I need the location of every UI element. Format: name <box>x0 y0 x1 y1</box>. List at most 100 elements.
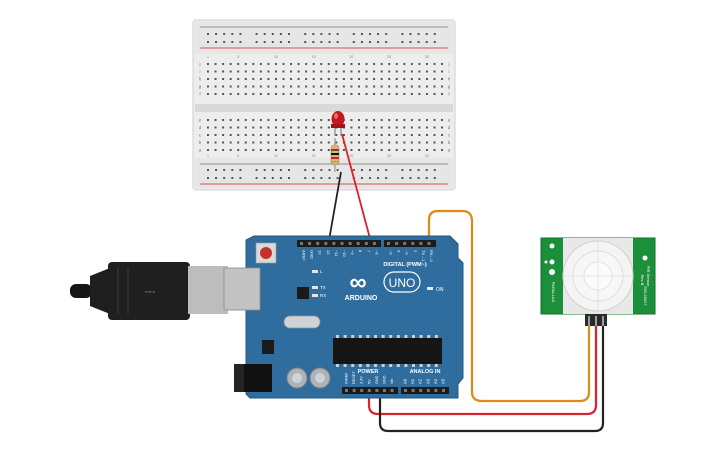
power-pin[interactable] <box>390 389 394 392</box>
resistor[interactable] <box>330 138 340 172</box>
digital-pin[interactable] <box>332 242 336 245</box>
power-pin-label: IOREF <box>345 372 349 384</box>
reset-button[interactable] <box>255 242 277 264</box>
analog-pin[interactable] <box>404 389 407 392</box>
analog-pin[interactable] <box>442 389 445 392</box>
analog-pin[interactable] <box>426 389 430 392</box>
analog-pin-label: A4 <box>433 378 438 384</box>
row-letter: j <box>199 62 201 67</box>
digital-pin-label: 13 <box>318 250 323 255</box>
power-header[interactable] <box>342 387 398 394</box>
analog-pin[interactable] <box>411 389 415 392</box>
row-letter: h <box>448 77 451 82</box>
digital-pin[interactable] <box>308 242 312 245</box>
pir-side-text-1: PIR Sensor <box>646 266 651 287</box>
power-pin[interactable] <box>360 389 364 392</box>
analog-pin-label: A2 <box>418 378 423 384</box>
digital-pin-label: AREF <box>302 250 307 261</box>
led[interactable] <box>331 111 345 136</box>
power-pin-label: GND <box>383 375 387 384</box>
row-letter: c <box>448 133 451 138</box>
digital-pin[interactable] <box>356 242 360 245</box>
row-letter: b <box>448 140 451 145</box>
digital-pin-label: 2 <box>413 250 418 253</box>
digital-pin-label: RX←0 <box>429 250 434 263</box>
digital-pin-label: ~11 <box>334 250 339 257</box>
atmega-chip <box>333 335 442 367</box>
row-letter: a <box>199 148 202 153</box>
power-pin[interactable] <box>383 389 386 392</box>
analog-pin[interactable] <box>419 389 423 392</box>
analog-pin[interactable] <box>434 389 438 392</box>
digital-pin-label: ~10 <box>342 250 347 258</box>
digital-pin-label: 12 <box>326 250 331 255</box>
row-letter: d <box>199 125 202 130</box>
digital-header-label: DIGITAL (PWM~) <box>383 262 427 268</box>
wire-red-led[interactable] <box>341 133 373 247</box>
row-letter: f <box>199 92 201 97</box>
column-number: 15 <box>312 154 316 158</box>
digital-pin[interactable] <box>387 242 390 245</box>
power-pin[interactable] <box>345 389 348 392</box>
analog-header[interactable] <box>401 387 449 394</box>
row-letter: f <box>448 92 450 97</box>
analog-pin-label: A0 <box>403 378 408 384</box>
row-letter: h <box>199 77 202 82</box>
breadboard-bottom-rail-holes <box>207 169 436 179</box>
column-number: 25 <box>387 55 391 59</box>
digital-pin[interactable] <box>419 242 423 245</box>
row-letter: g <box>199 84 202 89</box>
digital-pin[interactable] <box>372 242 376 245</box>
crystal-oscillator <box>283 315 321 329</box>
row-letter: i <box>200 69 201 74</box>
breadboard-top-rail-holes <box>207 33 436 43</box>
column-number: 10 <box>274 55 278 59</box>
digital-pin[interactable] <box>340 242 344 245</box>
digital-pin[interactable] <box>324 242 328 245</box>
pir-side-text-2: Rev B <box>640 275 645 286</box>
digital-pin[interactable] <box>364 242 368 245</box>
power-pin[interactable] <box>352 389 356 392</box>
digital-pin[interactable] <box>316 242 320 245</box>
column-number: 25 <box>387 154 391 158</box>
tx-label: TX <box>320 285 326 290</box>
column-number: 1 <box>207 154 209 158</box>
digital-pin-label: 7 <box>366 250 371 253</box>
analog-pin-label: A1 <box>410 378 415 384</box>
power-pin[interactable] <box>367 389 371 392</box>
digital-pin-label: ~5 <box>389 250 394 255</box>
column-number: 20 <box>349 55 353 59</box>
power-pin[interactable] <box>375 389 379 392</box>
rx-label: RX <box>320 293 326 298</box>
digital-pin-label: TX→1 <box>421 250 426 262</box>
row-letter: e <box>199 118 202 123</box>
power-pin-label: GND <box>375 375 379 384</box>
digital-pin[interactable] <box>348 242 352 245</box>
digital-pin[interactable] <box>427 242 431 245</box>
digital-pin[interactable] <box>411 242 415 245</box>
digital-pin[interactable] <box>403 242 407 245</box>
power-pin-label: 3.3V <box>360 376 364 384</box>
l-label: L <box>320 269 323 274</box>
wire-orange-signal[interactable] <box>427 209 591 403</box>
row-letter: e <box>448 118 451 123</box>
pir-brand: PARALLAX <box>551 282 556 303</box>
digital-pin[interactable] <box>300 242 303 245</box>
analog-label: ANALOG IN <box>410 369 441 375</box>
wire-black-ground[interactable] <box>378 326 605 433</box>
row-letter: a <box>448 148 451 153</box>
wire-black-led[interactable] <box>327 171 342 247</box>
digital-header[interactable] <box>297 240 436 247</box>
analog-pin-label: A3 <box>425 378 430 384</box>
wire-red-power[interactable] <box>367 326 598 416</box>
column-number: 15 <box>312 55 316 59</box>
digital-pin[interactable] <box>395 242 399 245</box>
pir-sensor[interactable]: PIR Sensor Rev B 555-28027 PARALLAX <box>540 237 656 326</box>
